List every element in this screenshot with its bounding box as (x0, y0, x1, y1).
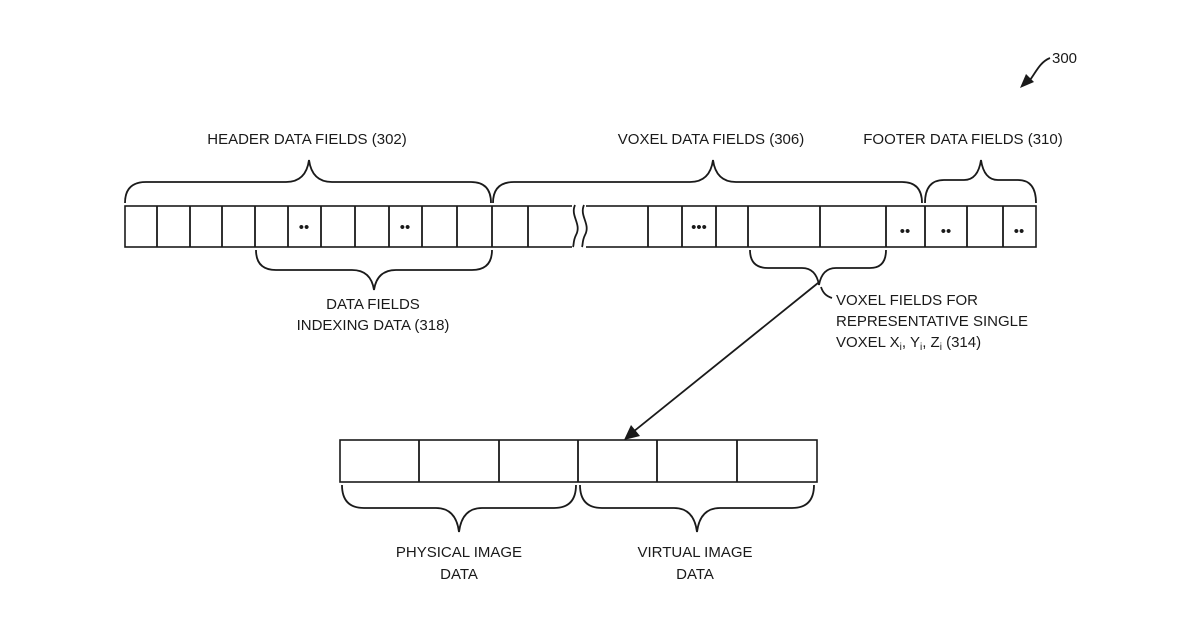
virtual-image-label-line1: VIRTUAL IMAGE (637, 544, 752, 561)
voxel-fields-brace (493, 160, 922, 203)
virtual-image-brace (580, 485, 814, 532)
single-voxel-leader (821, 287, 832, 298)
physical-image-label-line2: DATA (440, 566, 478, 583)
ellipsis-dots: •• (900, 223, 911, 240)
virtual-image-label-line2: DATA (676, 566, 714, 583)
ellipsis-dots: •• (941, 223, 952, 240)
single-voxel-label-line1: VOXEL FIELDS FOR (836, 292, 978, 309)
single-voxel-label-line2: REPRESENTATIVE SINGLE (836, 313, 1028, 330)
voxel-fields-label: VOXEL DATA FIELDS (306) (618, 131, 804, 148)
expanded-voxel-record (340, 440, 817, 482)
ellipsis-dots: •• (400, 219, 411, 236)
figure-reference-arrow (1030, 58, 1050, 80)
footer-fields-brace (925, 160, 1036, 203)
indexing-label-line1: DATA FIELDS (326, 296, 420, 313)
header-fields-brace (125, 160, 491, 203)
physical-image-brace (342, 485, 576, 532)
footer-fields-label: FOOTER DATA FIELDS (310) (863, 131, 1062, 148)
ellipsis-dots: ••• (691, 219, 707, 236)
physical-image-label-line1: PHYSICAL IMAGE (396, 544, 522, 561)
single-voxel-label-line3: VOXEL Xi, Yi, Zi (314) (836, 334, 981, 353)
indexing-label-line2: INDEXING DATA (318) (297, 317, 450, 334)
indexing-data-brace (256, 250, 492, 290)
expansion-arrow-line (633, 283, 818, 432)
break-symbol (572, 204, 587, 249)
ellipsis-dots: •• (1014, 223, 1025, 240)
figure-reference-number: 300 (1052, 50, 1077, 67)
ellipsis-dots: •• (299, 219, 310, 236)
single-voxel-brace (750, 250, 886, 285)
header-fields-label: HEADER DATA FIELDS (302) (207, 131, 407, 148)
